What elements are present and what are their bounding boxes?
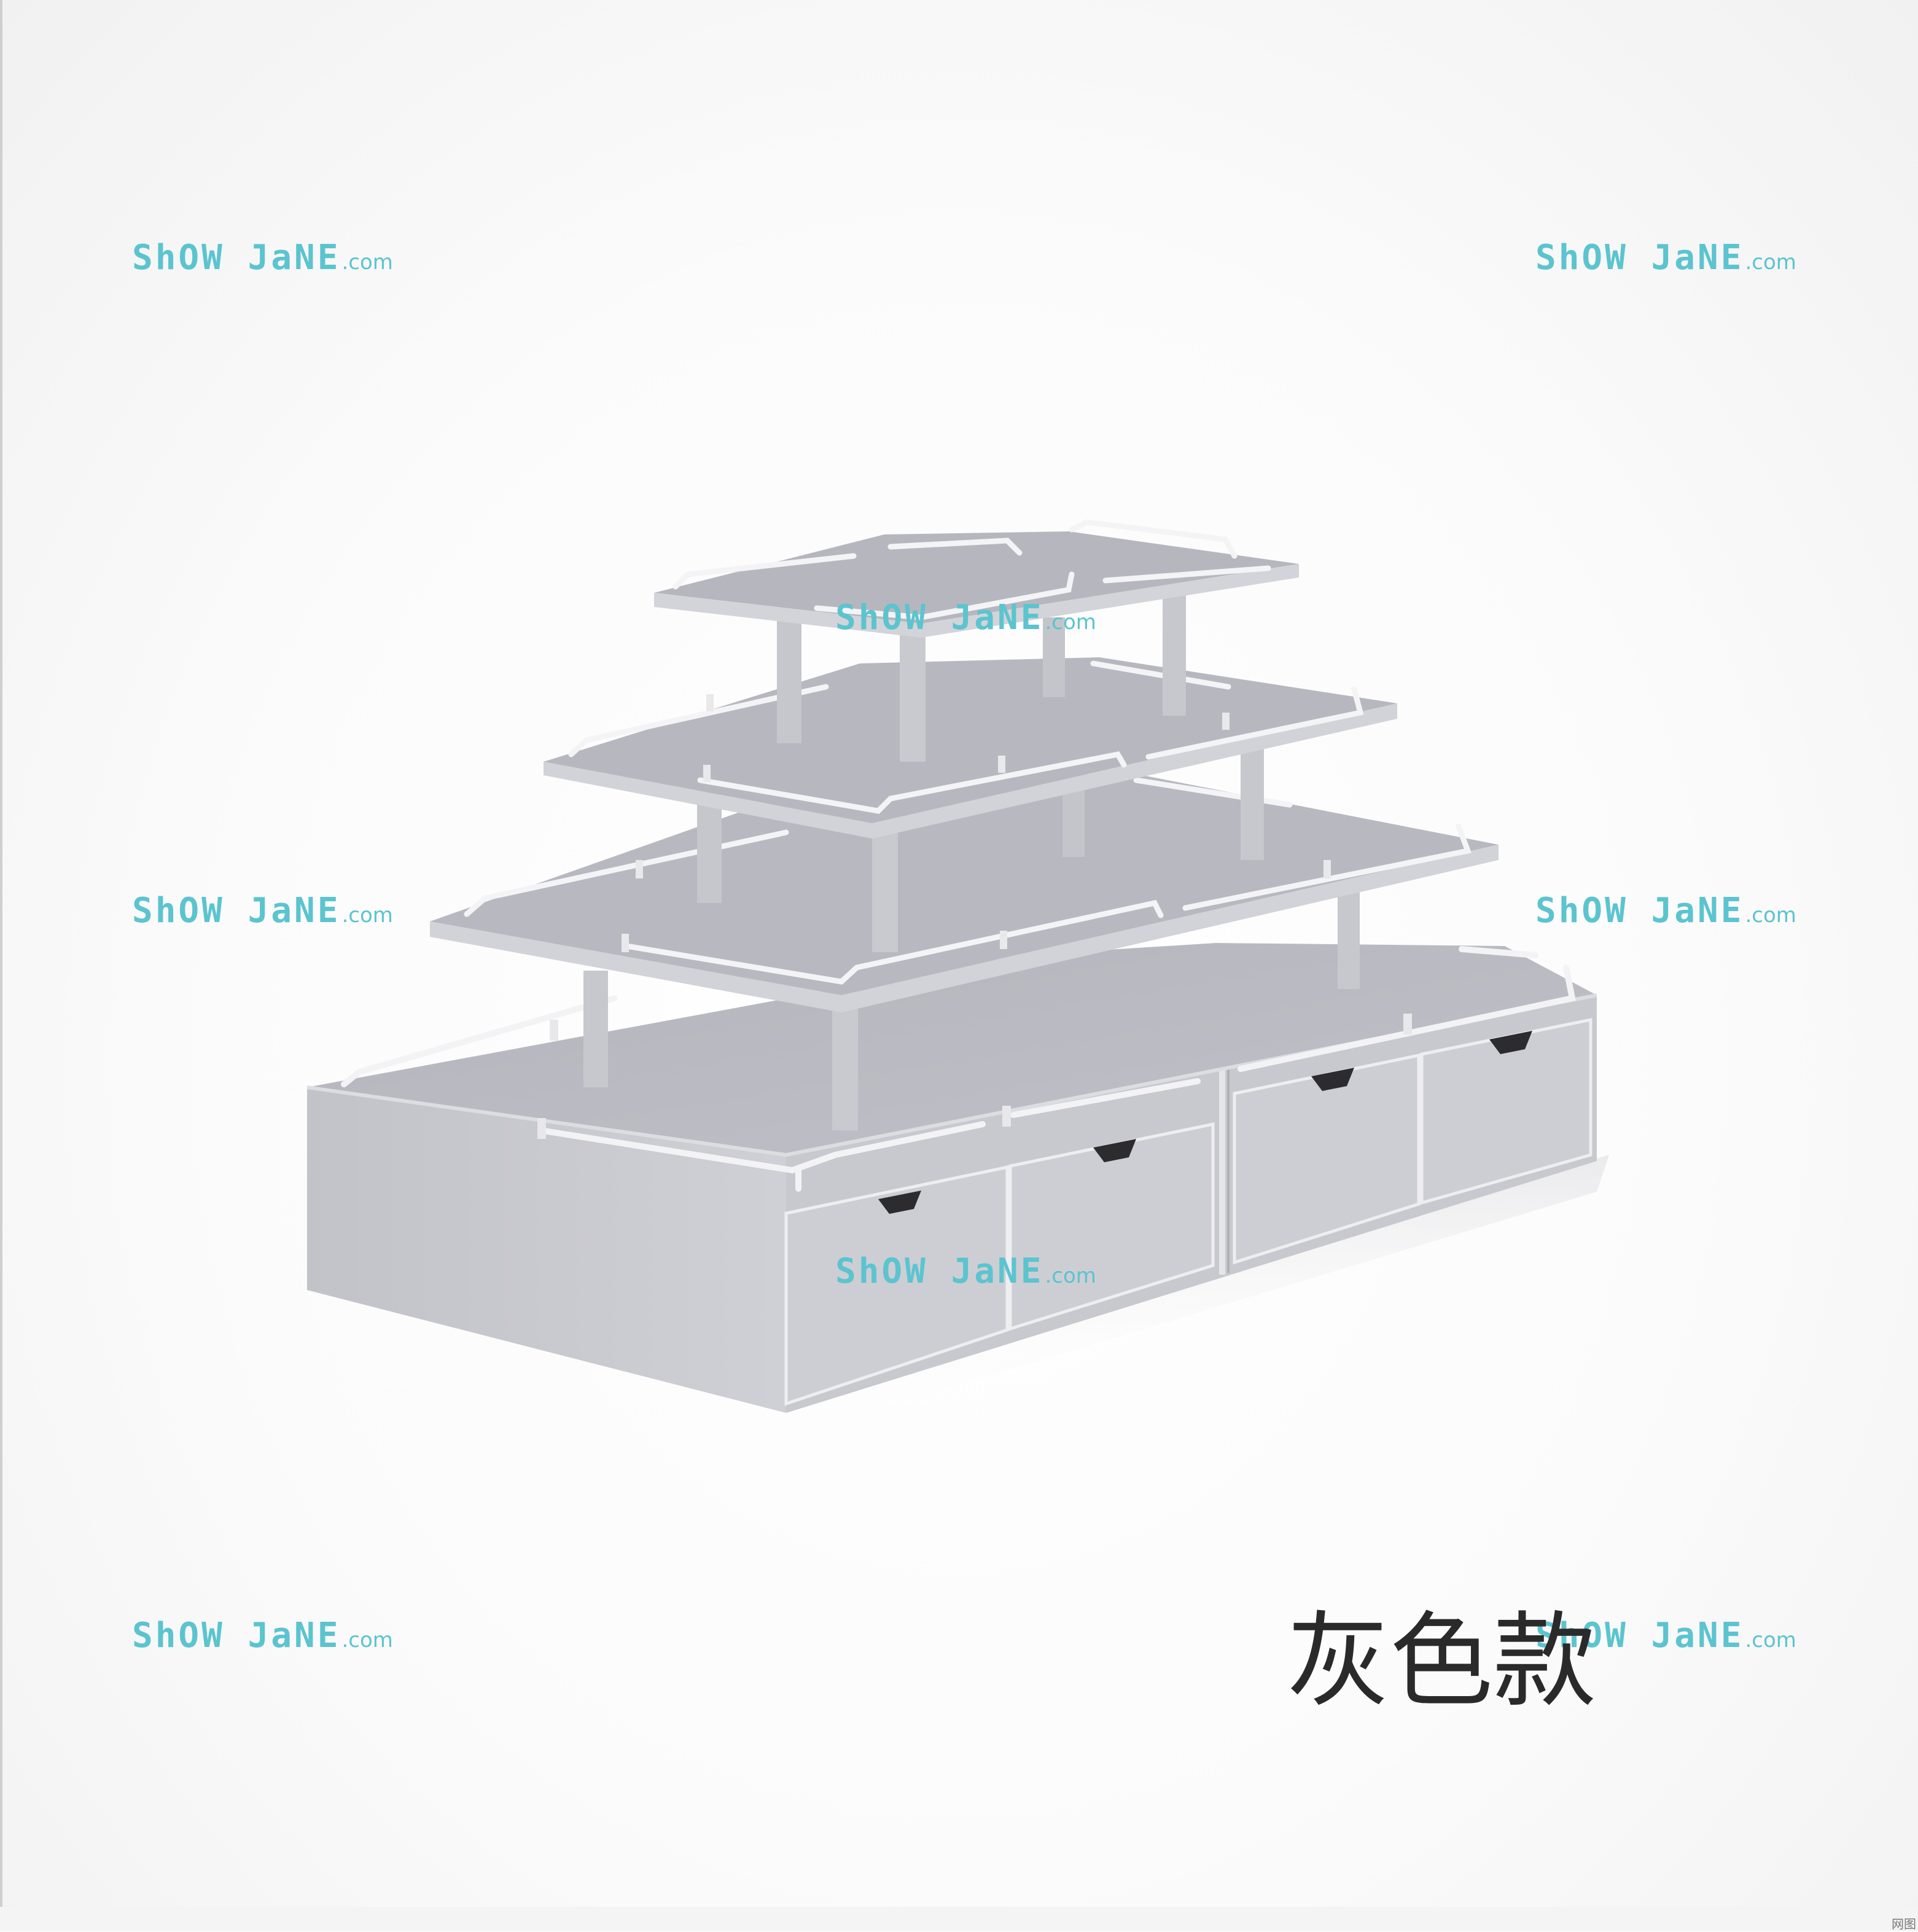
watermark-logo: ShOW JaNE.com — [1535, 891, 1796, 931]
drawer-handle-2 — [1093, 1139, 1136, 1162]
shelf-1-rail — [672, 519, 1271, 620]
watermark-logo: ShOW JaNE.com — [835, 598, 1096, 638]
drawer-1 — [784, 1165, 1009, 1406]
color-variant-caption: 灰色款 — [1287, 1601, 1596, 1721]
watermark-logo: ShOW JaNE.com — [132, 238, 393, 278]
watermark-logo: ShOW JaNE.com — [132, 1616, 393, 1656]
drawer-2 — [1008, 1122, 1215, 1331]
post — [583, 971, 608, 1087]
bottom-band — [0, 1907, 1918, 1931]
shelf-2-rail — [568, 660, 1364, 814]
corner-mark: 网图 — [1892, 1917, 1916, 1931]
drawer-handle-4 — [1489, 1031, 1532, 1054]
watermark-logo: ShOW JaNE.com — [1535, 1616, 1796, 1656]
watermark-logo: ShOW JaNE.com — [132, 891, 393, 931]
drawer-handle-1 — [878, 1191, 921, 1214]
base-rail — [341, 946, 1576, 1192]
base-left-side — [307, 1087, 786, 1413]
watermark-logo: ShOW JaNE.com — [835, 1251, 1096, 1291]
base-top — [307, 943, 1597, 1155]
floor-shadow — [307, 1155, 1609, 1437]
shelf-1-top — [654, 531, 1299, 624]
drawer-4 — [1420, 1017, 1592, 1205]
drawer-handle-3 — [1311, 1068, 1354, 1091]
watermark-logo: ShOW JaNE.com — [1535, 238, 1796, 278]
shelf-3-rail — [464, 777, 1472, 985]
image-border — [0, 0, 2, 1931]
drawer-3 — [1233, 1053, 1421, 1265]
